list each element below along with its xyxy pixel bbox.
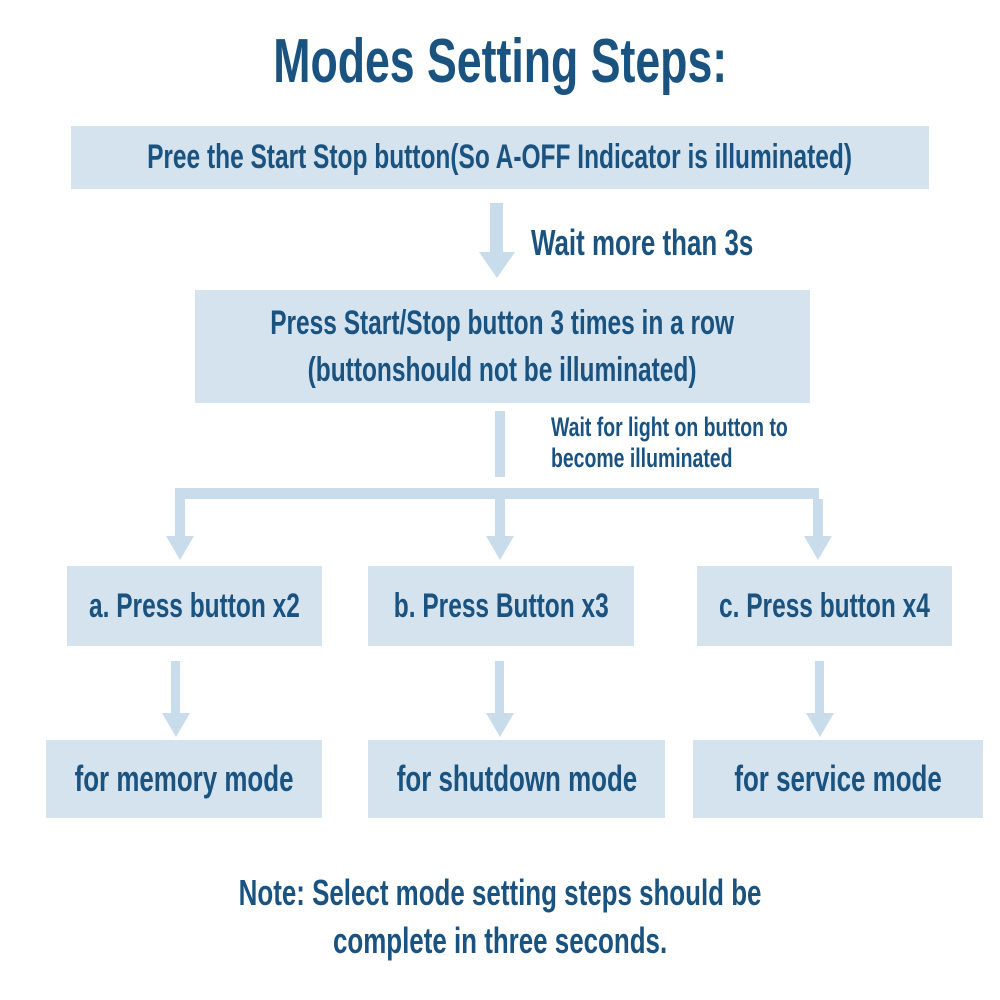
page-title: Modes Setting Steps: xyxy=(0,30,1000,94)
branch-b-action-box: b. Press Button x3 xyxy=(368,566,634,646)
branch-a-result-arrow-icon xyxy=(171,661,180,713)
connector-line xyxy=(495,411,505,477)
branch-c-result-arrow-icon xyxy=(815,661,824,713)
branch-c-arrow-icon xyxy=(813,499,823,536)
branch-c-action-box: c. Press button x4 xyxy=(697,566,952,646)
wait2-line1: Wait for light on button to xyxy=(551,412,788,442)
step1-box: Pree the Start Stop button(So A-OFF Indi… xyxy=(71,126,929,189)
note-text: Note: Select mode setting steps should b… xyxy=(0,869,1000,965)
branch-a-action-box: a. Press button x2 xyxy=(67,566,322,646)
branch-c-result-arrow-icon xyxy=(806,713,834,737)
down-arrow-icon xyxy=(479,252,515,278)
branch-a-result-box: for memory mode xyxy=(46,740,322,818)
branch-a-arrow-icon xyxy=(175,499,185,536)
branch-c-result-box: for service mode xyxy=(693,740,983,818)
step2-line2: (buttonshould not be illuminated) xyxy=(308,350,697,389)
branch-a-result-arrow-icon xyxy=(162,713,190,737)
branch-b-arrow-icon xyxy=(486,536,514,560)
step2-box: Press Start/Stop button 3 times in a row… xyxy=(195,290,810,403)
note-line2: complete in three seconds. xyxy=(332,920,668,961)
branch-b-result-arrow-icon xyxy=(486,713,514,737)
branch-bar xyxy=(175,488,819,499)
wait2-label: Wait for light on button to become illum… xyxy=(551,412,880,474)
wait1-label: Wait more than 3s xyxy=(531,222,754,263)
page-title-text: Modes Setting Steps: xyxy=(273,27,727,96)
step2-line1: Press Start/Stop button 3 times in a row xyxy=(270,303,735,342)
branch-b-result-arrow-icon xyxy=(495,661,504,713)
branch-b-result-box: for shutdown mode xyxy=(368,740,665,818)
wait2-line2: become illuminated xyxy=(551,443,733,473)
branch-b-arrow-icon xyxy=(495,499,505,536)
branch-a-arrow-icon xyxy=(166,536,194,560)
note-line1: Note: Select mode setting steps should b… xyxy=(238,872,762,913)
step1-text: Pree the Start Stop button(So A-OFF Indi… xyxy=(147,138,853,176)
branch-c-arrow-icon xyxy=(804,536,832,560)
down-arrow-icon xyxy=(490,203,503,252)
